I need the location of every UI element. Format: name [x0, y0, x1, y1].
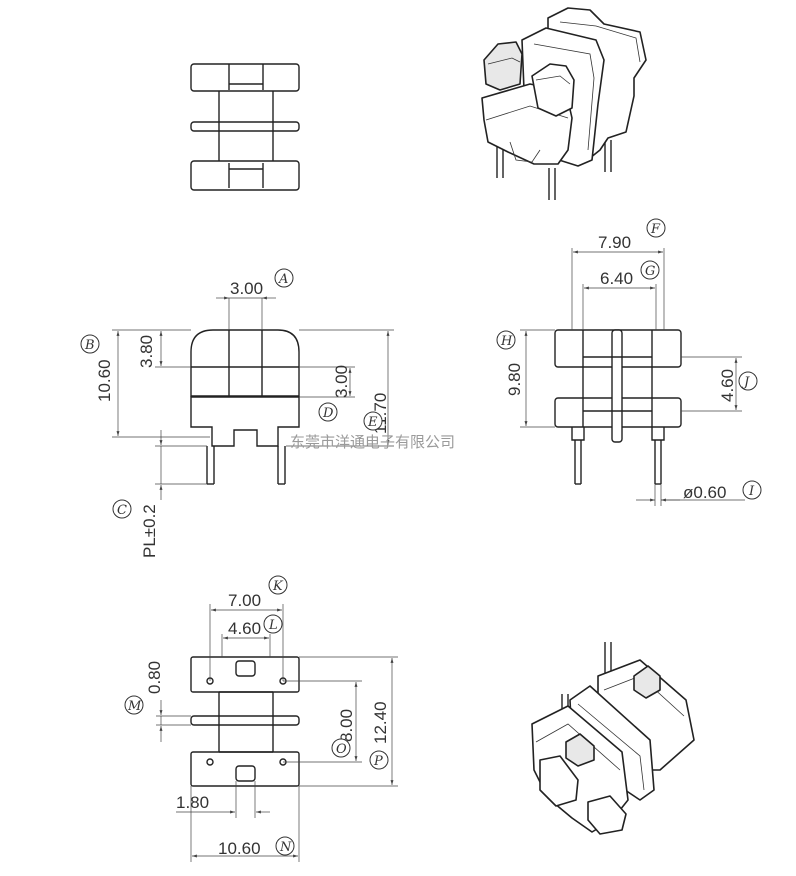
label-O: O — [331, 738, 351, 758]
dim-B: 10.60 — [95, 359, 114, 402]
dim-P: 12.40 — [371, 701, 390, 744]
label-D: D — [318, 402, 338, 422]
svg-text:D: D — [322, 406, 334, 421]
svg-text:B: B — [84, 338, 95, 353]
svg-text:H: H — [500, 334, 513, 349]
label-F: F — [646, 218, 666, 238]
label-H: H — [496, 330, 516, 350]
dim-D: 3.00 — [332, 365, 351, 398]
front-view-dimensions — [112, 296, 394, 500]
label-G: G — [640, 260, 660, 280]
svg-text:I: I — [748, 484, 755, 499]
front-view — [190, 329, 300, 485]
label-M: M — [124, 695, 144, 715]
label-L: L — [263, 614, 283, 634]
dimension-texts: 3.00 10.60 3.80 3.00 11.70 PL±0.2 7.90 6… — [95, 233, 737, 858]
side-view — [554, 329, 682, 485]
top-view — [190, 63, 300, 191]
bottom-view — [190, 656, 300, 787]
dim-L: 4.60 — [228, 619, 261, 638]
svg-text:F: F — [650, 222, 661, 237]
label-I: I — [742, 480, 762, 500]
dim-K: 7.00 — [228, 591, 261, 610]
dim-Q: 1.80 — [176, 793, 209, 812]
label-C: C — [112, 499, 132, 519]
label-E: E — [363, 411, 383, 431]
dim-H: 9.80 — [505, 363, 524, 396]
label-K: K — [268, 575, 288, 595]
svg-text:A: A — [278, 272, 288, 287]
dim-M: 0.80 — [145, 661, 164, 694]
label-B: B — [80, 334, 100, 354]
svg-text:M: M — [127, 699, 142, 714]
label-A: A — [274, 268, 294, 288]
svg-text:C: C — [117, 503, 127, 518]
bottom-view-dimensions — [156, 604, 398, 862]
svg-text:O: O — [336, 742, 347, 757]
watermark: 东莞市洋通电子有限公司 — [290, 433, 455, 451]
dim-C: PL±0.2 — [140, 504, 159, 558]
label-J: J — [738, 371, 758, 391]
dim-O: 8.00 — [337, 709, 356, 742]
dim-J: 4.60 — [718, 369, 737, 402]
dim-A: 3.00 — [230, 279, 263, 298]
side-view-dimensions — [520, 248, 745, 506]
svg-text:N: N — [279, 840, 292, 855]
isometric-view-top — [481, 7, 647, 200]
svg-text:P: P — [373, 754, 383, 769]
svg-text:L: L — [268, 618, 278, 633]
dim-B-sub: 3.80 — [137, 335, 156, 368]
svg-text:G: G — [645, 264, 655, 279]
label-N: N — [275, 836, 295, 856]
label-P: P — [369, 750, 389, 770]
dim-N: 10.60 — [218, 839, 261, 858]
isometric-view-bottom — [531, 642, 695, 835]
dim-I: ø0.60 — [683, 483, 726, 502]
dim-F: 7.90 — [598, 233, 631, 252]
svg-text:J: J — [741, 375, 750, 390]
svg-text:K: K — [272, 579, 284, 594]
svg-text:E: E — [367, 415, 378, 430]
dim-G: 6.40 — [600, 269, 633, 288]
